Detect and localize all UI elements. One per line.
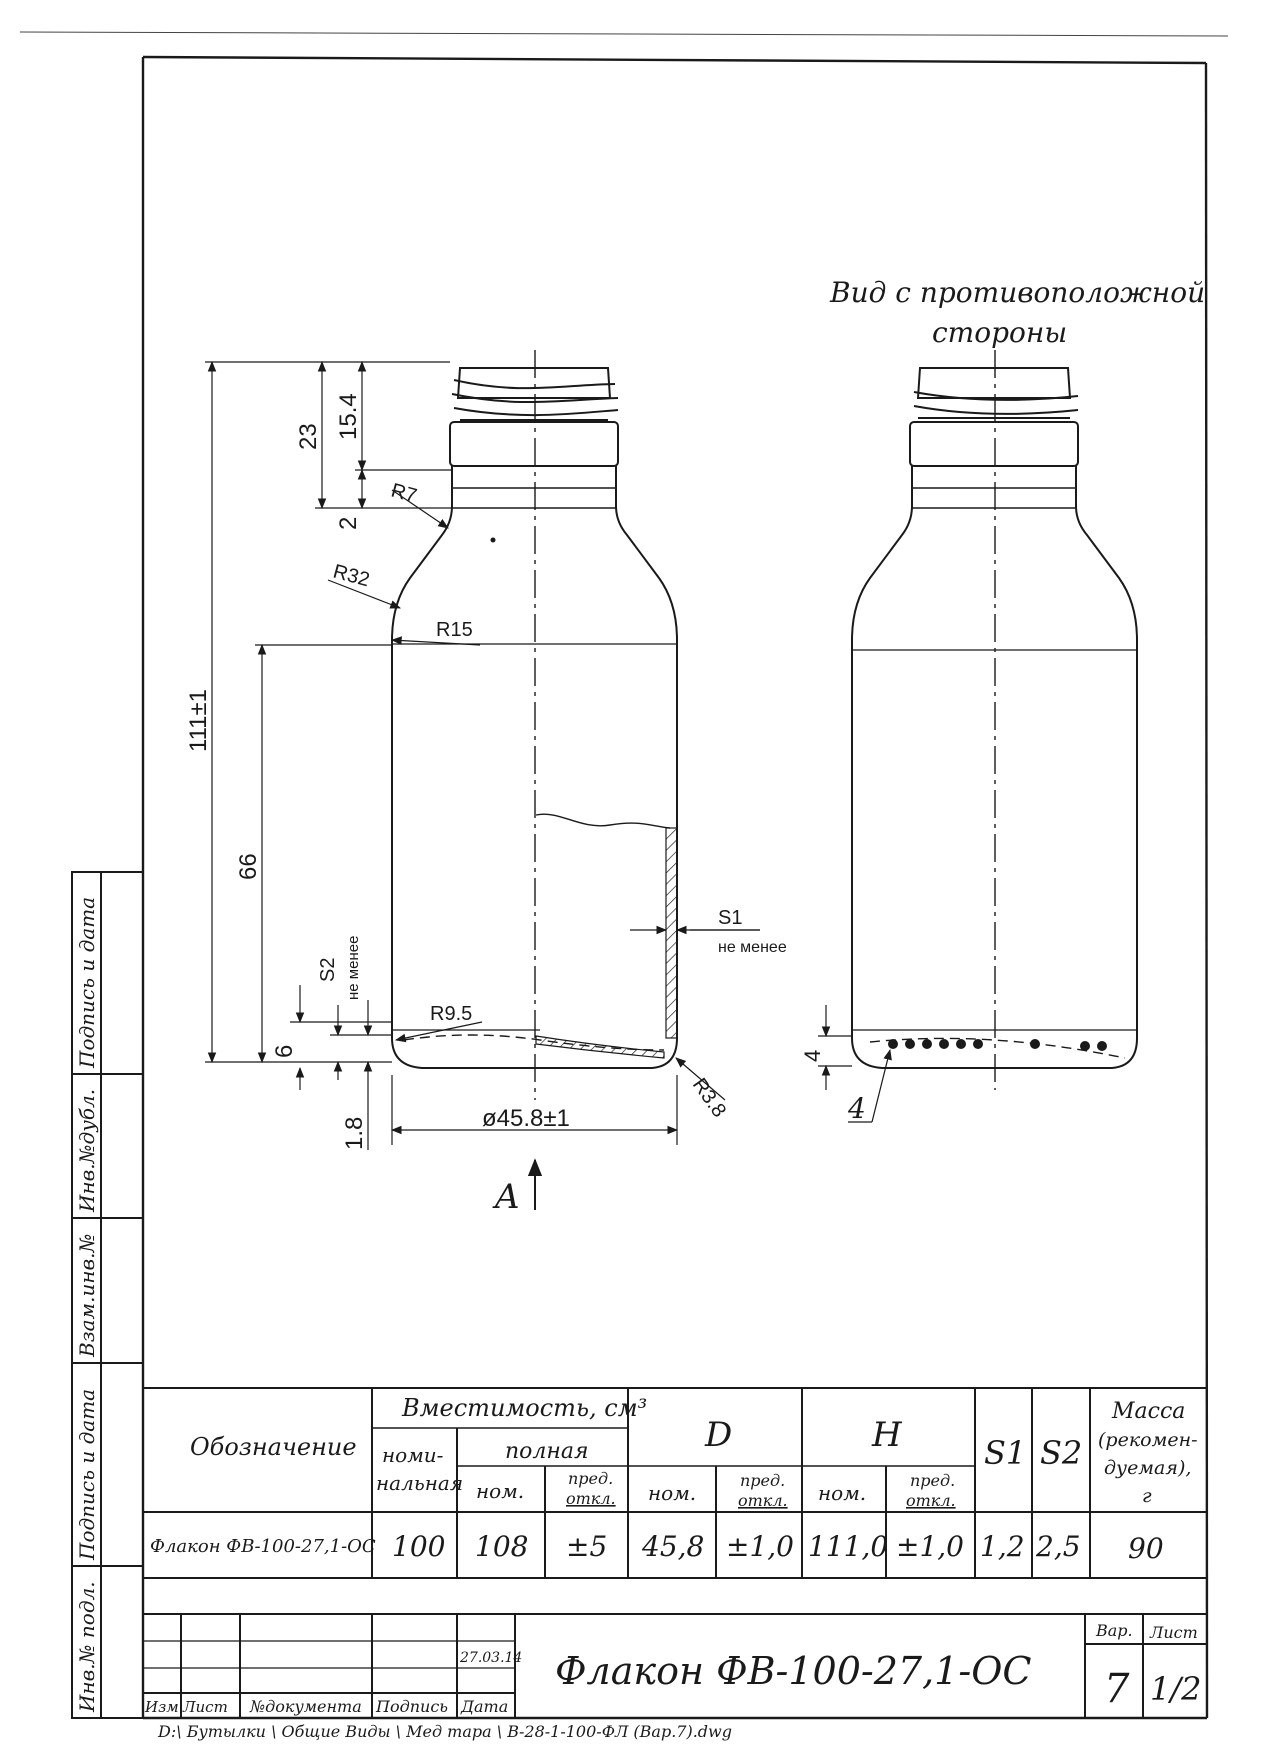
row-d-nom: 45,8 xyxy=(641,1530,704,1563)
tb-list: Лист xyxy=(182,1698,228,1716)
dim-r15: R15 xyxy=(436,619,473,641)
row-nominal: 100 xyxy=(392,1530,445,1563)
col-d: D xyxy=(704,1415,732,1455)
tb-var-value: 7 xyxy=(1104,1666,1130,1712)
tb-sign: Подпись xyxy=(375,1697,448,1716)
file-path: D:\ Бутылки \ Общие Виды \ Мед тара \ В-… xyxy=(158,1722,732,1741)
col-mass-1: Масса xyxy=(1111,1399,1185,1424)
dim-r9-5: R9.5 xyxy=(430,1003,472,1025)
rear-dim-4: 4 xyxy=(800,1050,825,1062)
scan-top-line xyxy=(19,31,1229,37)
tb-title: Флакон ФВ-100-27,1-ОС xyxy=(555,1649,1031,1693)
row-name: Флакон ФВ-100-27,1-ОС xyxy=(150,1536,376,1557)
col-mass-4: г xyxy=(1142,1485,1152,1507)
tb-date-value: 27.03.14 xyxy=(459,1650,522,1666)
section-arrow-label: A xyxy=(492,1177,520,1217)
rear-callout-4: 4 xyxy=(847,1092,866,1125)
col-d-nom: ном. xyxy=(648,1481,696,1505)
col-mass-2: (рекомен- xyxy=(1098,1429,1198,1451)
row-mass: 90 xyxy=(1128,1532,1164,1565)
col-mass-3: дуемая), xyxy=(1104,1457,1191,1479)
side-field-orig-inv: Инв.№ подл. xyxy=(75,1581,99,1713)
dim-neck-2: 2 xyxy=(335,517,362,530)
tb-sheet-value: 1/2 xyxy=(1150,1670,1202,1708)
tb-izm: Изм. xyxy=(144,1698,183,1716)
dim-body-66: 66 xyxy=(235,853,262,880)
dim-r7: R7 xyxy=(389,480,419,508)
dim-s2-note: не менее xyxy=(345,936,362,1000)
row-h-dev: ±1,0 xyxy=(896,1530,964,1563)
col-h: H xyxy=(871,1415,903,1455)
rear-dimensions xyxy=(818,1005,892,1123)
row-s2: 2,5 xyxy=(1035,1530,1081,1563)
side-field-replace-inv: Взам.инв.№ xyxy=(75,1234,99,1358)
col-s1: S1 xyxy=(984,1434,1026,1472)
row-h-nom: 111,0 xyxy=(808,1530,888,1563)
front-dimensions xyxy=(205,360,760,1210)
side-field-sign-date-top: Подпись и дата xyxy=(75,897,99,1069)
col-h-dev-1: пред. xyxy=(910,1471,955,1490)
row-full-dev: ±5 xyxy=(566,1530,607,1563)
col-full: полная xyxy=(505,1439,589,1464)
side-field-dup-inv: Инв.№дубл. xyxy=(75,1089,99,1213)
dim-r32: R32 xyxy=(331,561,372,592)
col-s2: S2 xyxy=(1040,1434,1082,1472)
col-designation: Обозначение xyxy=(190,1433,357,1461)
rear-bottom-dots xyxy=(888,1039,1107,1051)
rear-view-label-line1: Вид с противоположной xyxy=(829,276,1205,309)
dim-s1-note: не менее xyxy=(718,939,787,956)
tb-doc: №документа xyxy=(249,1697,362,1716)
dim-r3-8: R3.8 xyxy=(688,1074,730,1121)
spec-table-grid xyxy=(143,1387,1207,1579)
tb-var-label: Вар. xyxy=(1095,1621,1133,1640)
rear-view-bottle xyxy=(851,367,1138,1069)
dim-s2: S2 xyxy=(317,958,339,982)
col-full-dev-2: откл. xyxy=(566,1489,616,1508)
side-strip xyxy=(71,871,144,1719)
col-nominal-1: номи- xyxy=(382,1443,444,1467)
dim-neck-15-4: 15.4 xyxy=(335,393,362,440)
dim-neck-23: 23 xyxy=(295,423,322,450)
col-nominal-2: нальная xyxy=(376,1471,463,1495)
tb-date-label: Дата xyxy=(460,1697,508,1716)
tb-sheet-label: Лист xyxy=(1149,1623,1198,1642)
col-full-nom: ном. xyxy=(476,1479,524,1503)
col-d-dev-1: пред. xyxy=(740,1471,785,1490)
col-full-dev-1: пред. xyxy=(568,1469,613,1488)
front-view-bottle xyxy=(391,367,678,1069)
col-d-dev-2: откл. xyxy=(738,1491,788,1510)
dim-height-total: 111±1 xyxy=(185,689,212,752)
side-field-sign-date-bottom: Подпись и дата xyxy=(75,1389,99,1561)
row-d-dev: ±1,0 xyxy=(726,1530,794,1563)
dim-bottom-6: 6 xyxy=(271,1045,298,1058)
col-h-nom: ном. xyxy=(818,1481,866,1505)
dim-bottom-1-8: 1.8 xyxy=(341,1117,368,1150)
row-s1: 1,2 xyxy=(980,1530,1025,1563)
col-capacity: Вместимость, см³ xyxy=(401,1394,647,1422)
dim-s1: S1 xyxy=(718,907,742,929)
rear-view-label-line2: стороны xyxy=(932,316,1067,349)
row-full-nom: 108 xyxy=(475,1530,528,1563)
dim-diameter: ø45.8±1 xyxy=(482,1105,570,1132)
title-block-grid xyxy=(143,1613,1207,1718)
col-h-dev-2: откл. xyxy=(906,1491,956,1510)
